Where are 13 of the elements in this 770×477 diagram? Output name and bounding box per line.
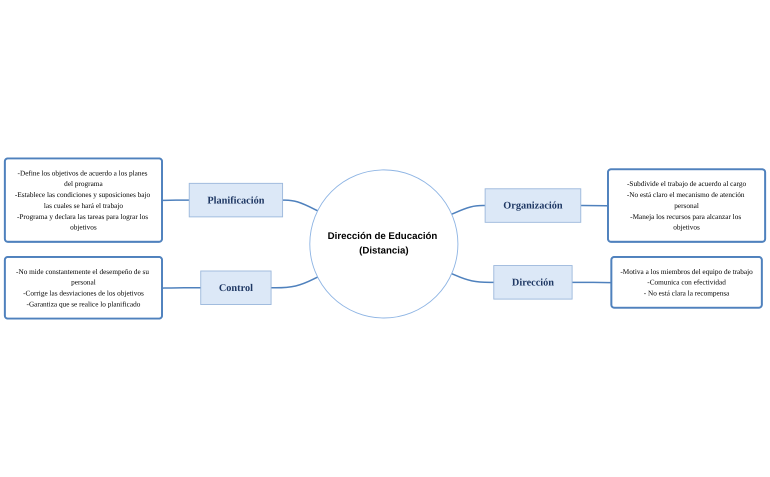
connector [580, 204, 608, 207]
connector [282, 199, 318, 212]
node-circle: Dirección de Educación (Distancia) [309, 169, 458, 318]
connector [451, 204, 486, 215]
node-box: Planificación [188, 182, 284, 218]
connector [271, 276, 318, 289]
connector [451, 272, 494, 284]
node-box: Dirección [493, 265, 573, 300]
connector [572, 282, 612, 284]
connector [162, 199, 190, 202]
node-box: Control [200, 270, 272, 305]
node-box: Organización [484, 188, 582, 223]
connector [162, 287, 201, 289]
